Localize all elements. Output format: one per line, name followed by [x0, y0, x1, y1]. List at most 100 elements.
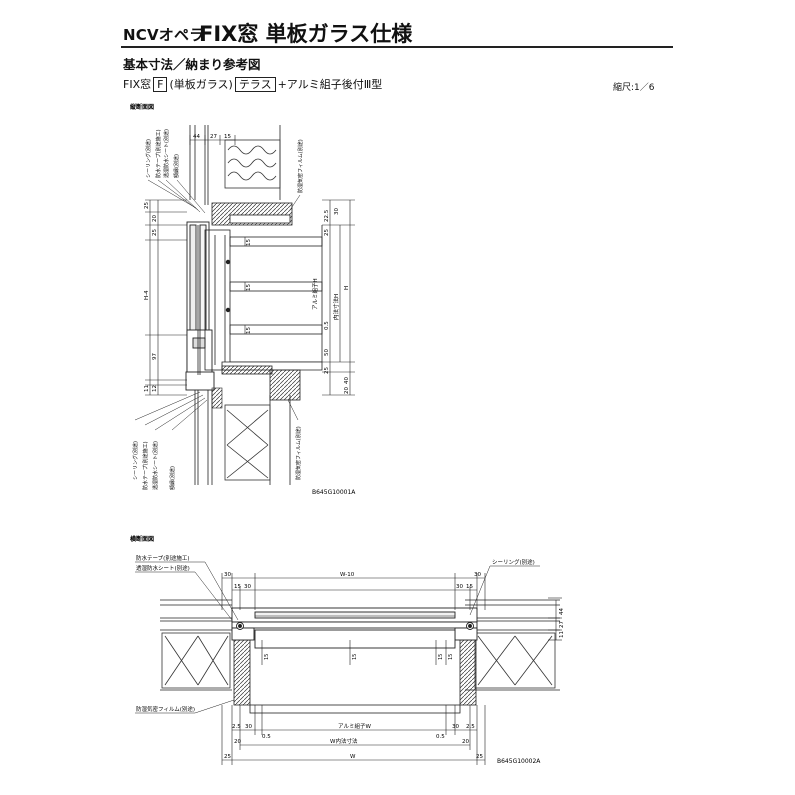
spec-prefix: FIX窓 [123, 78, 152, 91]
hdim-bottom-5: 0.5 [436, 734, 445, 740]
vertical-sill-block [221, 365, 273, 375]
horizontal-top-dimensions [221, 573, 486, 610]
vertical-leader-labels-bottom: シーリング(別途) 防水テープ(別途施工) 透湿防水シート(別途) 額縁(別途)… [132, 426, 302, 490]
hdim-bottom-8: 20 [234, 739, 241, 745]
hdim-inner-4: 15 [448, 654, 454, 660]
horizontal-inner-dim-labels: 15 15 15 15 [264, 654, 454, 660]
scale-label: 縮尺:1／6 [613, 83, 655, 93]
vertical-left-dimensions [145, 199, 187, 396]
vdim-right-10: 20 [344, 387, 350, 394]
hdim-top-6: 15 [466, 584, 473, 590]
vlabel-bottom-1: シーリング(別途) [132, 441, 139, 480]
vertical-top-dim-labels: 44 27 15 [193, 134, 231, 140]
horizontal-frame [231, 607, 478, 649]
vlabel-top-1: シーリング(別途) [145, 139, 152, 178]
horizontal-interior-board [249, 704, 461, 714]
hdim-top-3: 30 [244, 584, 251, 590]
vdim-left-6: 11 [144, 385, 150, 392]
hdim-bottom-2: 30 [245, 724, 252, 730]
horizontal-top-dim-labels: 30 15 30 W-10 30 15 30 [224, 572, 481, 590]
hdim-bottom-3: 0.5 [262, 734, 271, 740]
horizontal-inner-ticks [261, 640, 447, 665]
vlabel-bottom-5: 防湿気密フィルム(別途) [295, 426, 302, 480]
horizontal-section-title: 横断面図 [130, 535, 154, 543]
horizontal-section: 横断面図 [130, 535, 565, 765]
vlabel-bottom-2: 防水テープ(別途施工) [142, 441, 149, 490]
vdim-right-6: 15 [246, 327, 252, 334]
vdim-gap: 0.5 [324, 321, 330, 330]
vertical-head-board [229, 214, 291, 224]
hdim-top-4: W-10 [340, 572, 355, 578]
vdim-top-2: 27 [210, 134, 217, 140]
hlabel-left-1: 防水テープ(別途施工) [136, 554, 189, 562]
hdim-right-3: 11 [559, 631, 565, 638]
hlabel-right-1: シーリング(別途) [492, 558, 535, 566]
vdim-inner-h: 内法寸法H [332, 294, 340, 320]
vertical-leaders-bottom [134, 391, 299, 431]
spec-style-box: テラス [234, 76, 276, 92]
hdim-bottom-6: 30 [452, 724, 459, 730]
hdim-bottom-10: 20 [462, 739, 469, 745]
horizontal-wall-lines [160, 599, 560, 691]
horizontal-leaders [135, 561, 540, 714]
hdim-bottom-9: W内法寸法 [330, 737, 358, 745]
vertical-insulation-top [224, 139, 281, 189]
vdim-right-4: 15 [246, 239, 252, 246]
vertical-glass-lattice [197, 225, 323, 375]
vdim-left-7: 12 [152, 385, 158, 392]
hdim-bottom-12: W [350, 754, 356, 760]
brand-label: NCVオペラ [123, 26, 205, 44]
hdim-top-2: 15 [234, 584, 241, 590]
vdim-left-1: 25 [144, 202, 150, 209]
vdim-left-4: H-4 [144, 290, 150, 300]
vlabel-bottom-4: 額縁(別途) [169, 466, 176, 490]
vdim-right-5: 15 [246, 284, 252, 291]
hdim-inner-1: 15 [264, 654, 270, 660]
spec-line: FIX窓 F (単板ガラス) テラス +アルミ組子後付Ⅲ型 [123, 76, 382, 92]
hlabel-left-3: 防湿気密フィルム(別途) [136, 705, 195, 713]
vertical-top-dimensions [189, 135, 236, 145]
vlabel-top-5: 防湿気密フィルム(別途) [297, 139, 304, 193]
vertical-sill-board [211, 387, 223, 409]
vertical-sill-wood [269, 369, 301, 401]
section-subtitle: 基本寸法／納まり参考図 [123, 57, 261, 72]
hdim-bottom-7: 2.5 [466, 724, 475, 730]
vertical-leaders-top [147, 179, 301, 214]
title-rule [121, 46, 673, 48]
vdim-right-1: 30 [334, 208, 340, 215]
horizontal-leader-labels: 防水テープ(別途施工) 透湿防水シート(別途) 防湿気密フィルム(別途) シーリ… [136, 554, 535, 713]
vlabel-top-3: 透湿防水シート(別途) [163, 129, 170, 178]
horizontal-left-jamb [233, 639, 251, 706]
horizontal-right-jamb [459, 639, 477, 706]
hdim-inner-3: 15 [438, 654, 444, 660]
vdim-right-9: 40 [344, 377, 350, 384]
hdim-top-5: 30 [456, 584, 463, 590]
hdim-bottom-1: 2.5 [232, 724, 241, 730]
vertical-drawing-code: B645G10001A [312, 489, 356, 496]
horizontal-right-dimensions [548, 597, 562, 641]
vlabel-bottom-3: 透湿防水シート(別途) [152, 441, 159, 490]
vertical-section-title: 縦断面図 [130, 103, 154, 111]
hdim-right-1: 44 [559, 608, 565, 615]
vlabel-top-4: 額縁(別途) [173, 154, 180, 178]
vdim-left-2: 20 [152, 215, 158, 222]
hdim-bottom-13: 25 [476, 754, 483, 760]
vdim-left-3: 25 [152, 229, 158, 236]
spec-code-box: F [153, 76, 168, 92]
hdim-right-2: 27 [559, 621, 565, 628]
spec-suffix: +アルミ組子後付Ⅲ型 [277, 78, 383, 91]
page-title: FIX窓 単板ガラス仕様 [199, 22, 413, 46]
hlabel-left-2: 透湿防水シート(別途) [136, 564, 190, 572]
vdim-lattice-h: アルミ組子H [311, 278, 319, 310]
spec-glass: (単板ガラス) [169, 78, 233, 91]
hdim-top-1: 30 [224, 572, 231, 578]
vdim-right-2: 22.5 [324, 209, 330, 222]
vdim-top-1: 44 [193, 134, 200, 140]
hdim-inner-2: 15 [352, 654, 358, 660]
vertical-right-dim-labels: 30 22.5 25 15 15 15 50 25 40 20 アルミ組子H 内… [246, 208, 350, 394]
vdim-left-5: 97 [152, 353, 158, 360]
vertical-interior-casing [221, 225, 323, 371]
horizontal-right-dim-labels: 44 27 11 [559, 608, 565, 638]
vdim-h: H [344, 286, 350, 290]
